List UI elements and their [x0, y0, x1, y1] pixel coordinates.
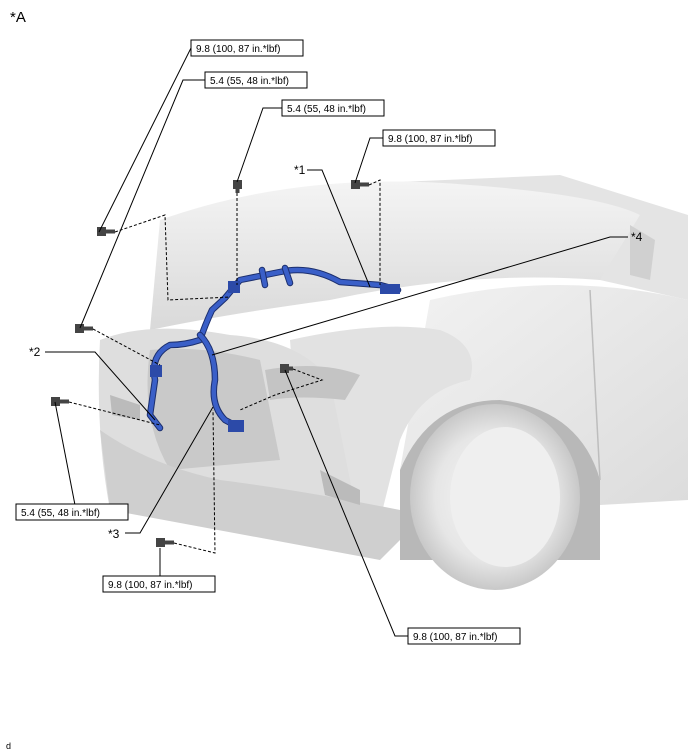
view-label: *A: [10, 9, 26, 26]
callout-4-label: *4: [631, 230, 643, 244]
torque-spec-t3: 5.4 (55, 48 in.*lbf): [281, 99, 385, 117]
torque-spec-t6: 9.8 (100, 87 in.*lbf): [102, 575, 216, 593]
bolt-icon: [75, 324, 93, 333]
door-line: [589, 289, 601, 481]
torque-spec-t7: 9.8 (100, 87 in.*lbf): [407, 627, 521, 645]
vehicle-front-illustration: [98, 175, 688, 590]
side-mirror: [630, 225, 655, 280]
harness-connector-right: [380, 284, 400, 294]
torque-spec-t2: 5.4 (55, 48 in.*lbf): [204, 71, 308, 89]
harness-connector-upper: [228, 281, 240, 293]
hood: [150, 181, 640, 330]
nut-icon: [280, 364, 293, 373]
torque-value: 5.4 (55, 48 in.*lbf): [287, 104, 366, 115]
fasteners: [51, 180, 369, 547]
callout-3-label: *3: [108, 527, 120, 541]
torque-spec-t1: 9.8 (100, 87 in.*lbf): [190, 39, 304, 57]
illustration-code: d: [6, 741, 11, 751]
bolt-icon: [97, 227, 115, 236]
callout-1-label: *1: [294, 163, 306, 177]
bolt-icon: [51, 397, 69, 406]
torque-value: 9.8 (100, 87 in.*lbf): [388, 134, 473, 145]
torque-value: 5.4 (55, 48 in.*lbf): [210, 76, 289, 87]
leader-lines: [45, 47, 628, 637]
fog-lamp-left: [110, 395, 140, 420]
torque-value: 5.4 (55, 48 in.*lbf): [21, 508, 100, 519]
torque-value: 9.8 (100, 87 in.*lbf): [108, 580, 193, 591]
harness-connector-lower: [228, 420, 244, 432]
torque-spec-t5: 5.4 (55, 48 in.*lbf): [15, 503, 129, 521]
torque-spec-t4: 9.8 (100, 87 in.*lbf): [382, 129, 496, 147]
side-body: [400, 285, 688, 505]
front-wheel-rim: [450, 427, 560, 567]
harness-connector-left: [150, 365, 162, 377]
torque-value: 9.8 (100, 87 in.*lbf): [413, 632, 498, 643]
torque-value: 9.8 (100, 87 in.*lbf): [196, 44, 281, 55]
grille: [147, 348, 280, 470]
nut-icon: [233, 180, 242, 193]
installation-dashed-lines: [68, 179, 381, 554]
lower-bumper: [100, 430, 400, 560]
callout-2-label: *2: [29, 345, 41, 359]
bolt-icon: [351, 180, 369, 189]
bolt-icon: [156, 538, 174, 547]
